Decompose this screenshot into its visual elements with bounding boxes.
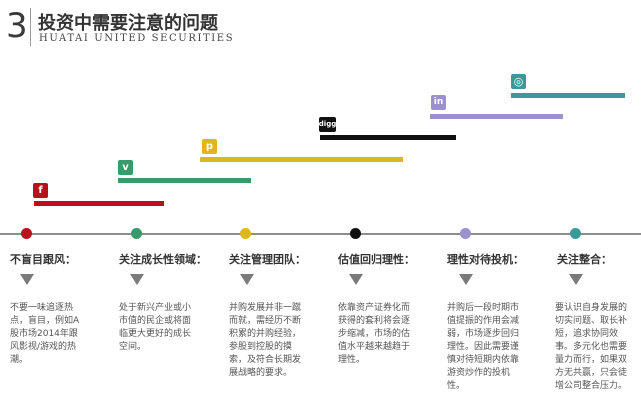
title-divider bbox=[30, 8, 31, 46]
step-label-6: 关注整合： bbox=[557, 253, 612, 266]
facebook-icon: f bbox=[33, 183, 48, 198]
page-subtitle: HUATAI UNITED SECURITIES bbox=[39, 33, 235, 44]
timeline-dot-1 bbox=[21, 228, 32, 239]
down-arrow-icon bbox=[240, 274, 254, 285]
step-bar-6 bbox=[511, 93, 625, 98]
timeline-line bbox=[0, 233, 641, 235]
step-desc-4: 依靠资产证券化而获得的套利将会逐步缩减，市场的估值水平越来越趋于理性。 bbox=[338, 303, 411, 365]
step-label-4: 估值回归理性： bbox=[338, 253, 415, 266]
pinterest-icon: p bbox=[202, 139, 217, 154]
step-label-2: 关注成长性领域： bbox=[119, 253, 207, 266]
dribbble-icon: ◎ bbox=[511, 74, 526, 89]
down-arrow-icon bbox=[349, 274, 363, 285]
step-bar-1 bbox=[34, 201, 164, 206]
timeline-dot-5 bbox=[460, 228, 471, 239]
step-desc-2: 处于新兴产业或小市值的民企或将面临更大更好的成长空间。 bbox=[119, 303, 192, 352]
down-arrow-icon bbox=[130, 274, 144, 285]
digg-icon: digg bbox=[319, 117, 336, 132]
step-bar-4 bbox=[320, 135, 456, 140]
timeline-dot-2 bbox=[131, 228, 142, 239]
step-bar-5 bbox=[430, 114, 563, 119]
step-desc-6: 要认识自身发展的切实问题、取长补短，追求协同效事。多元化也需要量力而行，如果双方… bbox=[555, 303, 628, 391]
step-bar-2 bbox=[118, 178, 251, 183]
page-title: 投资中需要注意的问题 bbox=[38, 13, 218, 34]
step-label-5: 理性对待投机： bbox=[447, 253, 524, 266]
timeline-dot-4 bbox=[350, 228, 361, 239]
down-arrow-icon bbox=[20, 274, 34, 285]
down-arrow-icon bbox=[569, 274, 583, 285]
down-arrow-icon bbox=[459, 274, 473, 285]
timeline-dot-3 bbox=[240, 228, 251, 239]
step-label-3: 关注管理团队： bbox=[229, 253, 306, 266]
step-label-1: 不盲目跟风： bbox=[10, 253, 76, 266]
step-bar-3 bbox=[200, 157, 403, 162]
vine-icon: v bbox=[118, 160, 133, 175]
slide-number: 3 bbox=[6, 6, 28, 46]
step-desc-3: 并购发展并非一蹴而就，需经历不断积累的并购经验，参股到控股的摸索，及符合长期发展… bbox=[229, 303, 302, 378]
step-desc-5: 并购后一段时期市值提振的作用会减弱，市场逐步回归理性。因此需要谨慎对待短期内依靠… bbox=[447, 303, 520, 391]
linkedin-icon: in bbox=[431, 95, 446, 110]
timeline-dot-6 bbox=[570, 228, 581, 239]
